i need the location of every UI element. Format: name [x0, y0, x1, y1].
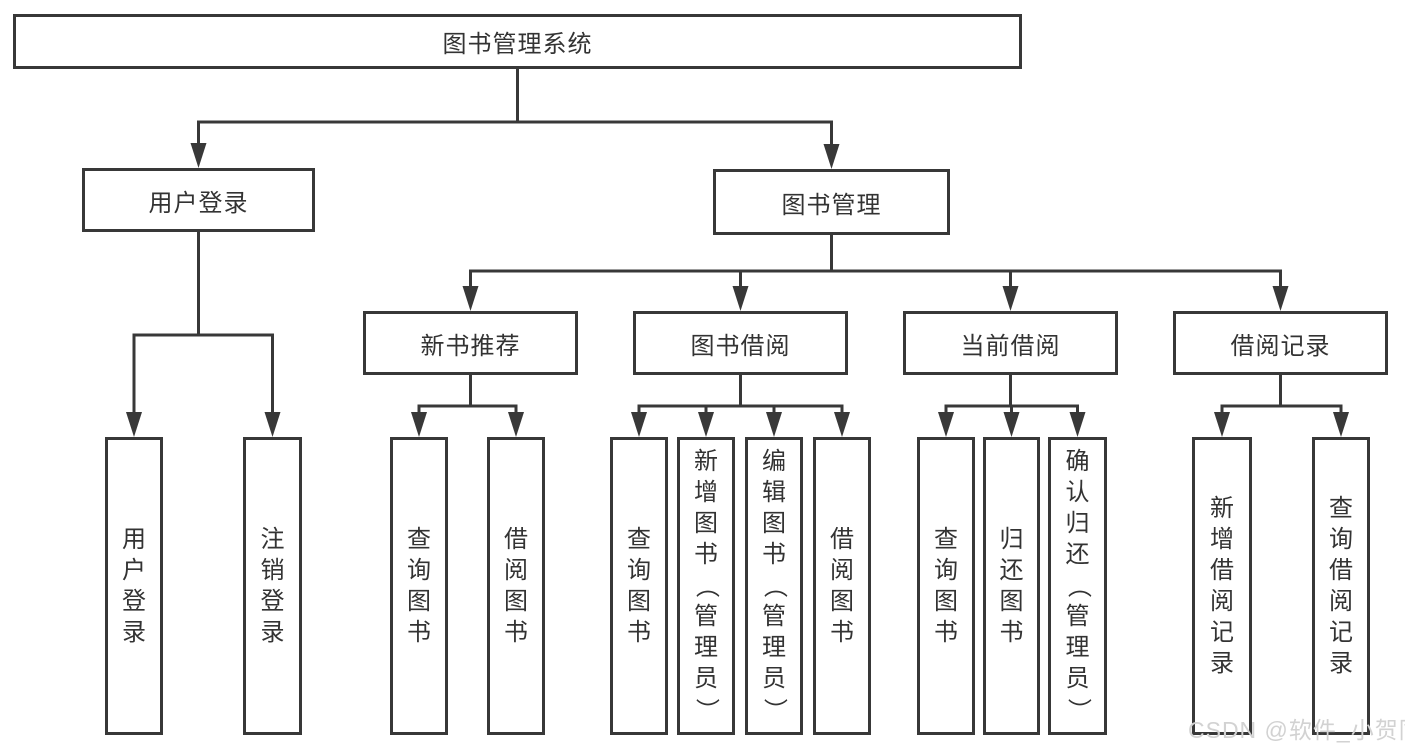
node-label: 确认归还（管理员） [1064, 448, 1092, 723]
node-current: 当前借阅 [903, 311, 1118, 375]
arrowhead [732, 286, 749, 311]
node-label: 查询图书 [627, 525, 651, 646]
edge-borrow [631, 375, 850, 437]
node-label: 新书推荐 [420, 332, 521, 360]
node-label: 借阅图书 [830, 525, 854, 646]
node-borrow-3: 编辑图书（管理员） [745, 437, 803, 735]
node-login-2: 注销登录 [243, 437, 302, 735]
arrowhead [834, 412, 850, 437]
node-root: 图书管理系统 [13, 14, 1022, 69]
arrowhead [264, 412, 281, 437]
edge-records [1214, 375, 1349, 437]
node-label: 归还图书 [999, 525, 1024, 646]
edge-root [190, 69, 840, 169]
node-label: 用户登录 [122, 525, 146, 646]
node-label: 当前借阅 [960, 332, 1061, 360]
node-borrow-1: 查询图书 [610, 437, 668, 735]
arrowhead [698, 412, 714, 437]
node-login: 用户登录 [82, 168, 315, 232]
arrowhead [126, 412, 142, 437]
edge-newbook [411, 375, 524, 437]
arrowhead [1003, 412, 1020, 437]
node-label: 借阅记录 [1230, 332, 1331, 360]
node-newbook: 新书推荐 [363, 311, 578, 375]
arrowhead [190, 143, 207, 168]
node-label: 编辑图书（管理员） [761, 448, 788, 723]
node-current-3: 确认归还（管理员） [1048, 437, 1107, 735]
node-mgmt: 图书管理 [713, 169, 950, 235]
arrowhead [1002, 286, 1019, 311]
node-label: 用户登录 [148, 189, 249, 217]
node-label: 图书借阅 [690, 332, 791, 360]
arrowhead [1333, 412, 1349, 437]
arrowhead [508, 412, 524, 437]
arrowhead [1272, 286, 1289, 311]
node-login-1: 用户登录 [105, 437, 163, 735]
edge-mgmt [462, 235, 1289, 311]
arrowhead [1069, 412, 1086, 437]
node-current-2: 归还图书 [983, 437, 1040, 735]
node-label: 注销登录 [260, 525, 285, 646]
node-label: 查询图书 [934, 525, 958, 646]
arrowhead [823, 144, 840, 169]
edge-current [938, 375, 1086, 437]
arrowhead [938, 412, 954, 437]
node-borrow: 图书借阅 [633, 311, 848, 375]
arrowhead [631, 412, 647, 437]
node-newbook-1: 查询图书 [390, 437, 448, 735]
arrowhead [411, 412, 427, 437]
node-newbook-2: 借阅图书 [487, 437, 545, 735]
node-label: 图书管理 [781, 191, 882, 219]
arrowhead [1214, 412, 1230, 437]
node-label: 查询图书 [407, 525, 431, 646]
node-records: 借阅记录 [1173, 311, 1388, 375]
node-label: 查询借阅记录 [1329, 494, 1353, 677]
node-label: 新增借阅记录 [1210, 494, 1234, 677]
node-current-1: 查询图书 [917, 437, 975, 735]
watermark: CSDN @软件_小贺同学 [1188, 717, 1405, 743]
node-label: 借阅图书 [504, 525, 528, 646]
node-label: 图书管理系统 [442, 31, 593, 58]
node-label: 新增图书（管理员） [693, 448, 720, 723]
node-records-2: 查询借阅记录 [1312, 437, 1370, 735]
node-records-1: 新增借阅记录 [1192, 437, 1252, 735]
node-borrow-2: 新增图书（管理员） [677, 437, 735, 735]
arrowhead [462, 286, 479, 311]
arrowhead [766, 412, 782, 437]
node-borrow-4: 借阅图书 [813, 437, 871, 735]
edge-login [126, 232, 281, 437]
